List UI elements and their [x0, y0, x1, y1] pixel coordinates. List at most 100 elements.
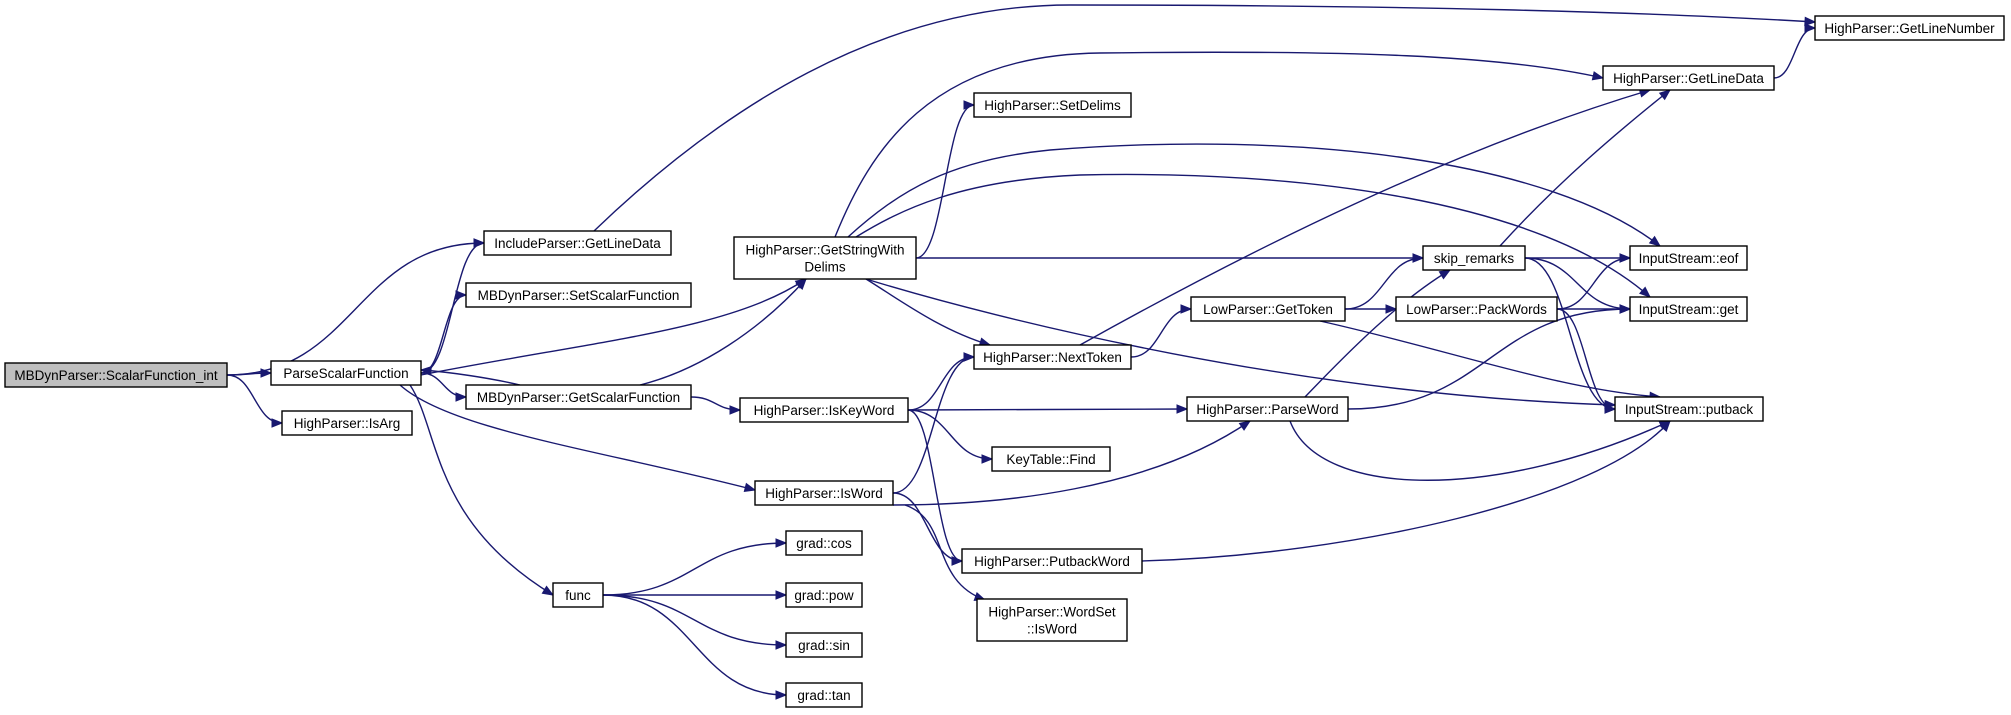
node-box[interactable]	[1629, 245, 1748, 271]
edge-highparser_parseword-to-inputstream_get	[1347, 308, 1631, 410]
node-box[interactable]	[1186, 396, 1349, 422]
node-highparser_wordset_isword[interactable]: HighParser::WordSet::IsWord	[976, 598, 1128, 642]
arrowhead-func-to-grad_cos	[775, 538, 788, 548]
node-label: InputStream::get	[1639, 302, 1739, 317]
arrowhead-func-to-grad_sin	[775, 640, 788, 650]
edge-lowparser_gettoken-to-skip_remarks	[1344, 257, 1424, 310]
node-keytable_find[interactable]: KeyTable::Find	[991, 446, 1111, 472]
node-grad_tan[interactable]: grad::tan	[785, 682, 863, 708]
edge-scalarfunction_int-to-includeparser_getlinedata	[226, 242, 485, 376]
node-box[interactable]	[1602, 65, 1775, 91]
edge-func-to-grad_cos	[602, 542, 787, 596]
node-lowparser_packwords[interactable]: LowParser::PackWords	[1395, 296, 1558, 322]
node-label: InputStream::eof	[1639, 251, 1739, 266]
node-mbdynparser_getscalarfunction[interactable]: MBDynParser::GetScalarFunction	[465, 384, 692, 410]
node-lowparser_gettoken[interactable]: LowParser::GetToken	[1190, 296, 1346, 322]
edge-highparser_isword-to-highparser_parseword	[892, 420, 1251, 506]
node-box[interactable]	[465, 282, 692, 308]
node-highparser_isarg[interactable]: HighParser::IsArg	[281, 410, 413, 436]
node-box[interactable]	[973, 92, 1132, 118]
node-highparser_putbackword[interactable]: HighParser::PutbackWord	[961, 548, 1143, 574]
node-box[interactable]	[739, 397, 909, 423]
node-box[interactable]	[961, 548, 1143, 574]
node-box[interactable]	[754, 480, 894, 506]
node-box[interactable]	[483, 230, 672, 256]
arrowhead-parsescalarfunction-to-highparser_isword	[743, 482, 757, 492]
node-box[interactable]	[270, 360, 422, 386]
node-highparser_getlinedata[interactable]: HighParser::GetLineData	[1602, 65, 1775, 91]
node-mbdynparser_setscalarfunction[interactable]: MBDynParser::SetScalarFunction	[465, 282, 692, 308]
node-inputstream_get[interactable]: InputStream::get	[1629, 296, 1748, 322]
arrowhead-func-to-grad_tan	[775, 690, 788, 700]
edges-layer	[226, 4, 1817, 700]
arrowhead-mbdynparser_getscalarfunction-to-highparser_getstringwithdelims	[795, 278, 807, 290]
node-grad_sin[interactable]: grad::sin	[785, 632, 863, 658]
node-highparser_parseword[interactable]: HighParser::ParseWord	[1186, 396, 1349, 422]
edge-highparser_getstringwithdelims-to-highparser_getlinedata	[834, 51, 1604, 238]
node-box[interactable]	[1614, 396, 1764, 422]
arrowhead-highparser_iskeyword-to-keytable_find	[981, 454, 994, 464]
node-box[interactable]	[991, 446, 1111, 472]
node-grad_cos[interactable]: grad::cos	[785, 530, 863, 556]
node-label: ParseScalarFunction	[283, 366, 408, 381]
node-box[interactable]	[785, 582, 863, 608]
node-grad_pow[interactable]: grad::pow	[785, 582, 863, 608]
edge-parsescalarfunction-to-highparser_isword	[399, 384, 756, 491]
node-label: HighParser::WordSet	[988, 605, 1116, 620]
edge-highparser_iskeyword-to-highparser_putbackword	[907, 409, 963, 562]
node-label: HighParser::SetDelims	[984, 98, 1121, 113]
node-box[interactable]	[465, 384, 692, 410]
node-label: LowParser::GetToken	[1203, 302, 1333, 317]
node-inputstream_eof[interactable]: InputStream::eof	[1629, 245, 1748, 271]
node-box[interactable]	[1814, 15, 2005, 41]
node-label: HighParser::GetStringWith	[745, 243, 904, 258]
node-includeparser_getlinedata[interactable]: IncludeParser::GetLineData	[483, 230, 672, 256]
arrowhead-mbdynparser_getscalarfunction-to-parsescalarfunction	[419, 365, 432, 376]
arrowhead-func-to-grad_pow	[775, 590, 788, 600]
node-box[interactable]	[733, 236, 917, 280]
node-highparser_nexttoken[interactable]: HighParser::NextToken	[973, 344, 1132, 370]
arrowhead-highparser_getstringwithdelims-to-highparser_setdelims	[963, 100, 976, 110]
node-box[interactable]	[973, 344, 1132, 370]
edge-func-to-grad_tan	[602, 594, 787, 696]
node-box[interactable]	[552, 582, 604, 608]
node-box[interactable]	[1190, 296, 1346, 322]
arrowhead-parsescalarfunction-to-mbdynparser_getscalarfunction	[455, 392, 468, 402]
arrowhead-highparser_isword-to-highparser_putbackword	[951, 556, 964, 566]
arrowhead-highparser_iskeyword-to-highparser_parseword	[1176, 404, 1189, 414]
node-box[interactable]	[4, 362, 228, 388]
arrowhead-skip_remarks-to-highparser_getlinedata	[1658, 89, 1672, 101]
node-box[interactable]	[976, 598, 1128, 642]
node-inputstream_putback[interactable]: InputStream::putback	[1614, 396, 1764, 422]
edge-lowparser_packwords-to-inputstream_putback	[1556, 308, 1616, 410]
edge-lowparser_packwords-to-inputstream_eof	[1556, 257, 1631, 310]
arrowhead-mbdynparser_getscalarfunction-to-highparser_iskeyword	[729, 405, 742, 415]
arrowhead-lowparser_gettoken-to-skip_remarks	[1412, 253, 1425, 263]
node-label: MBDynParser::ScalarFunction_int	[14, 368, 218, 383]
node-box[interactable]	[785, 530, 863, 556]
node-highparser_iskeyword[interactable]: HighParser::IsKeyWord	[739, 397, 909, 423]
arrowhead-highparser_getlinedata-to-highparser_getlinenumber	[1804, 23, 1817, 33]
node-box[interactable]	[1629, 296, 1748, 322]
edge-highparser_iskeyword-to-keytable_find	[907, 409, 993, 460]
arrowhead-lowparser_gettoken-to-lowparser_packwords	[1385, 304, 1398, 314]
node-highparser_isword[interactable]: HighParser::IsWord	[754, 480, 894, 506]
node-label: InputStream::putback	[1625, 402, 1754, 417]
node-scalarfunction_int[interactable]: MBDynParser::ScalarFunction_int	[4, 362, 228, 388]
arrowhead-parsescalarfunction-to-mbdynparser_setscalarfunction	[455, 290, 468, 300]
node-box[interactable]	[1422, 245, 1526, 271]
node-box[interactable]	[785, 682, 863, 708]
node-skip_remarks[interactable]: skip_remarks	[1422, 245, 1526, 271]
node-parsescalarfunction[interactable]: ParseScalarFunction	[270, 360, 422, 386]
node-label: grad::cos	[796, 536, 852, 551]
node-highparser_setdelims[interactable]: HighParser::SetDelims	[973, 92, 1132, 118]
node-highparser_getlinenumber[interactable]: HighParser::GetLineNumber	[1814, 15, 2005, 41]
node-box[interactable]	[281, 410, 413, 436]
arrowhead-lowparser_packwords-to-inputstream_eof	[1619, 253, 1632, 263]
edge-highparser_getstringwithdelims-to-inputstream_get	[855, 173, 1651, 298]
node-box[interactable]	[785, 632, 863, 658]
node-label: grad::pow	[794, 588, 854, 603]
node-box[interactable]	[1395, 296, 1558, 322]
node-func[interactable]: func	[552, 582, 604, 608]
